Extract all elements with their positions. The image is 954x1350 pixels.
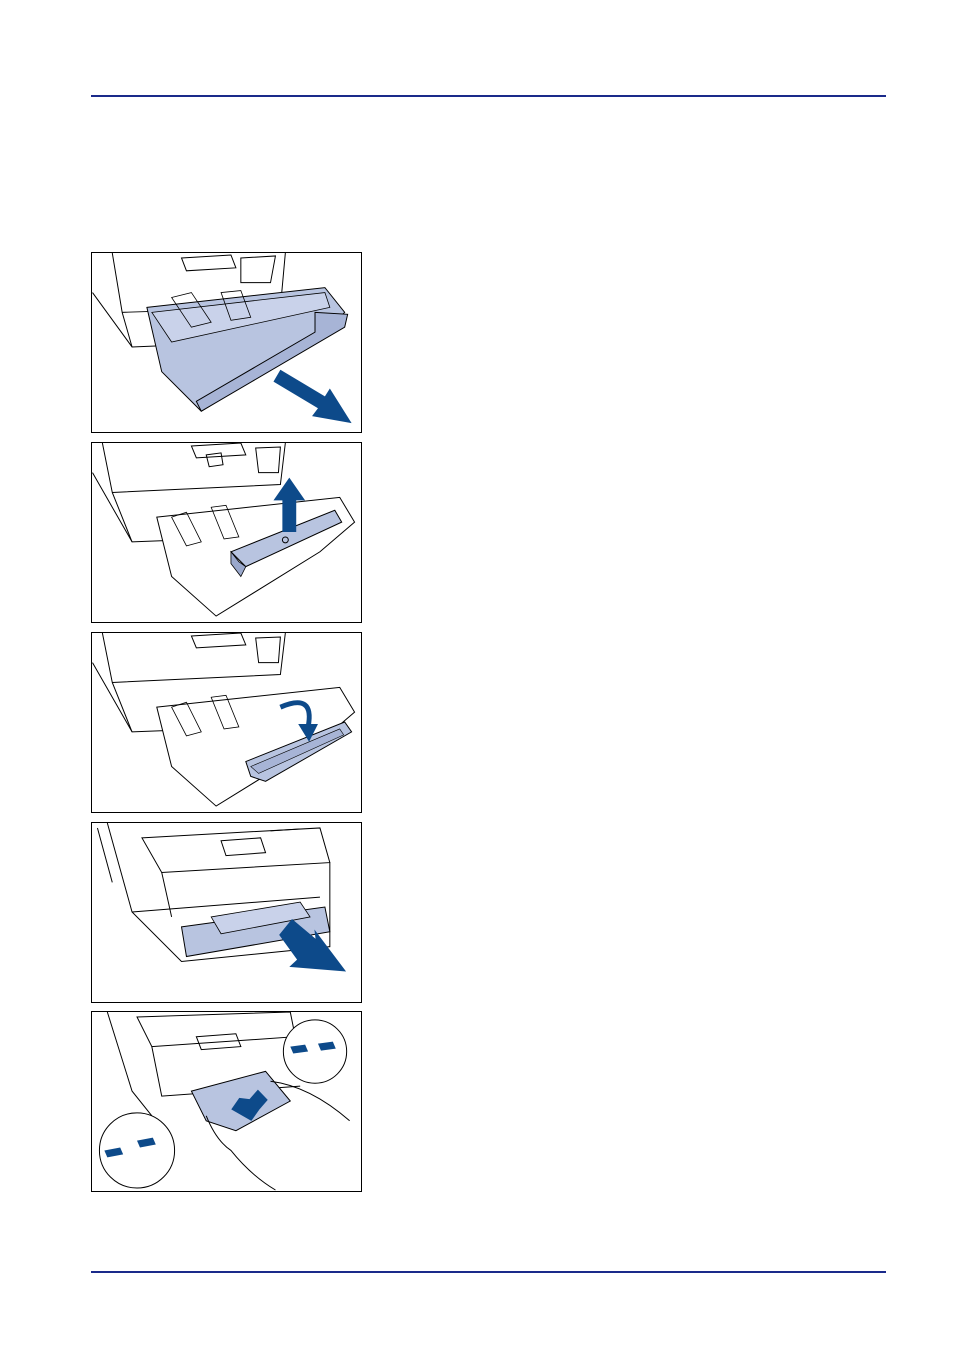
arrow-out-icon xyxy=(273,369,352,424)
arrow-in-icon xyxy=(279,919,347,972)
figure-remove-cover xyxy=(91,442,362,623)
hand-left xyxy=(205,1115,276,1191)
figure-adjust-guides xyxy=(91,1011,362,1192)
hand-right xyxy=(270,1080,350,1122)
figure-pull-out-cassette xyxy=(91,252,362,433)
arrow-curve-icon xyxy=(279,700,312,728)
zoom-inset-left xyxy=(98,1112,176,1189)
figure-close-cover xyxy=(91,632,362,813)
zoom-inset-right xyxy=(282,1019,348,1084)
figure-push-in-cassette xyxy=(91,822,362,1003)
header-rule xyxy=(91,95,886,97)
footer-rule xyxy=(91,1271,886,1273)
arrow-paper-icon xyxy=(231,1089,268,1121)
arrow-up-icon xyxy=(273,477,306,533)
